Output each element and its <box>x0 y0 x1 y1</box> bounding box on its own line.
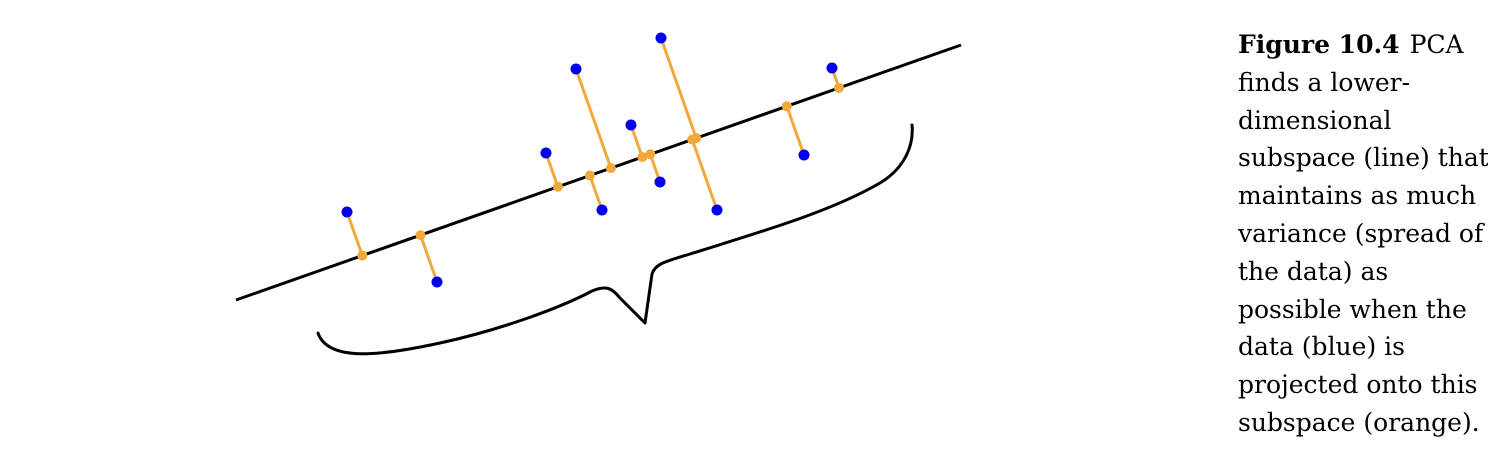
projection-segment <box>345 211 364 257</box>
projected-point <box>552 181 563 192</box>
subspace-line <box>235 43 962 302</box>
data-points <box>341 32 838 288</box>
projection-segment <box>785 105 806 156</box>
projected-point <box>834 82 845 93</box>
projection-segment <box>690 139 719 211</box>
projected-point <box>687 134 698 145</box>
variance-brace <box>316 123 914 356</box>
caption-text: PCA finds a lower-dimensional subspace (… <box>1238 30 1488 437</box>
data-point <box>654 176 666 188</box>
data-point <box>570 63 582 75</box>
projected-point <box>645 149 656 160</box>
data-point <box>596 204 608 216</box>
projection-segment <box>574 68 613 169</box>
projection-segment <box>588 175 604 211</box>
figure-label: Figure 10.4 <box>1238 30 1400 59</box>
pca-diagram <box>235 32 962 356</box>
projection-segment <box>629 124 644 158</box>
projected-point <box>781 101 792 112</box>
projected-point <box>584 170 595 181</box>
projected-point <box>357 250 368 261</box>
data-point <box>540 147 552 159</box>
projections <box>345 37 845 283</box>
data-point <box>341 206 353 218</box>
data-point <box>431 276 443 288</box>
pca-diagram-svg <box>235 32 962 356</box>
projection-segment <box>544 152 560 188</box>
projected-point <box>415 230 426 241</box>
projected-point <box>637 152 648 163</box>
projected-point <box>605 163 616 174</box>
projection-segment <box>419 234 439 283</box>
data-point <box>711 204 723 216</box>
data-point <box>655 32 667 44</box>
projection-segment <box>659 37 698 139</box>
data-point <box>625 119 637 131</box>
data-point <box>826 62 838 74</box>
data-point <box>798 149 810 161</box>
